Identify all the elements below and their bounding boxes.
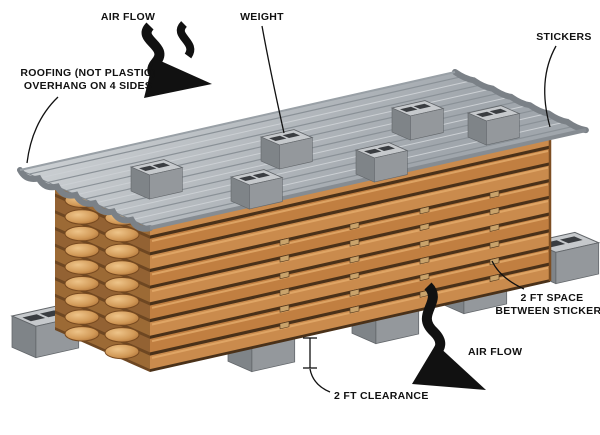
log-end	[64, 326, 100, 342]
stickers-leader-line	[544, 45, 557, 128]
weight-label: WEIGHT	[240, 11, 284, 23]
air-flow-arrow-bottom	[412, 282, 486, 390]
cinder-block	[467, 105, 520, 146]
log-end	[64, 309, 100, 325]
log-end	[104, 343, 140, 360]
roof-back-edge	[19, 71, 456, 171]
roofing-label-line1: ROOFING (NOT PLASTIC)	[20, 67, 155, 79]
roof-left-wavy-edge	[17, 167, 154, 232]
log-end	[104, 293, 140, 310]
log-end	[64, 276, 100, 292]
sticker-space-leader-line	[491, 260, 525, 290]
clearance-leader-line	[309, 368, 331, 393]
log-end	[104, 226, 140, 243]
log-row	[150, 148, 550, 253]
annotations: AIR FLOW WEIGHT STICKERS ROOFING (NOT PL…	[20, 11, 600, 402]
log-end	[104, 260, 140, 276]
air-flow-top-label: AIR FLOW	[101, 11, 155, 23]
log-row	[150, 232, 550, 336]
arrowhead	[144, 58, 212, 98]
roofing-label-line2: OVERHANG ON 4 SIDES	[24, 80, 152, 92]
stickers-label: STICKERS	[536, 31, 592, 43]
log-row	[150, 248, 550, 353]
cinder-block	[260, 129, 313, 170]
arrowhead	[412, 344, 486, 390]
roof-right-wavy-edge	[452, 69, 589, 134]
log-end	[64, 259, 100, 275]
sticker-space-label-line2: BETWEEN STICKERS	[495, 305, 600, 317]
log-end	[104, 277, 140, 293]
air-flow-arrow-top	[141, 21, 212, 98]
clearance-label: 2 FT CLEARANCE	[334, 390, 429, 402]
log-row	[150, 265, 550, 370]
log-end	[104, 243, 140, 260]
roofing-leader-line	[26, 96, 59, 164]
log-row	[150, 198, 550, 303]
air-flow-bottom-label: AIR FLOW	[468, 346, 522, 358]
log-end	[64, 242, 100, 259]
cinder-block	[130, 159, 183, 200]
log-row	[150, 215, 550, 319]
cinder-block	[355, 142, 408, 183]
log-end	[64, 225, 100, 242]
weight-leader-line	[261, 25, 285, 134]
log-end	[64, 209, 100, 225]
lumber-stack	[55, 132, 552, 372]
sticker-space-label-line1: 2 FT SPACE	[521, 292, 584, 304]
log-end	[104, 310, 140, 326]
cinder-block	[230, 169, 283, 210]
clearance-dimension	[303, 337, 317, 369]
log-end	[64, 292, 100, 309]
cinder-block	[391, 100, 444, 141]
log-row	[150, 182, 550, 286]
log-end	[104, 327, 140, 343]
log-row	[150, 165, 550, 269]
